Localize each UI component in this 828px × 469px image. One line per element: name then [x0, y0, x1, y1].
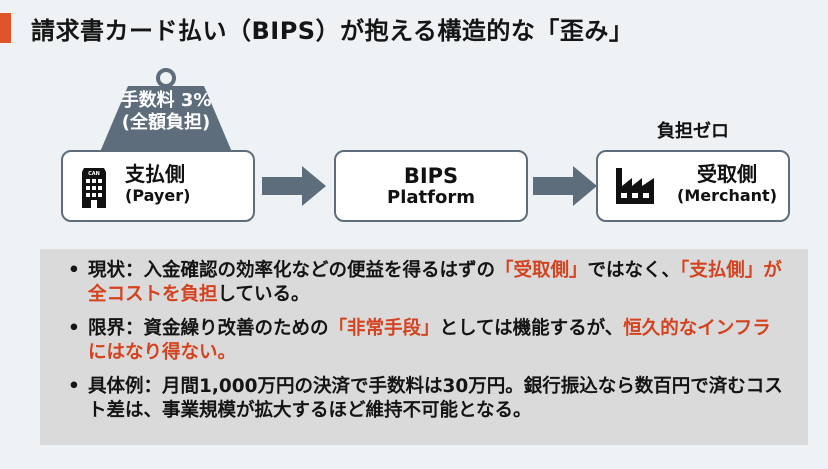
node-bips-platform: BIPS Platform	[334, 150, 528, 222]
note-segment: 現状：入金確認の効率化などの便益を得るはずの	[88, 260, 496, 281]
note-segment: 具体例：月間1,000万円の決済で手数料は30万円。銀行振込なら数百円で済むコス…	[88, 376, 783, 421]
note-current-status: • 現状：入金確認の効率化などの便益を得るはずの「受取側」ではなく、「支払側」が…	[66, 259, 788, 307]
title-bar: 請求書カード払い（BIPS）が抱える構造的な「歪み」	[0, 12, 634, 45]
note-segment: している。	[217, 284, 310, 305]
arrow-right-icon	[533, 166, 597, 206]
payer-label: 支払側 (Payer)	[125, 162, 190, 206]
svg-text:CAN: CAN	[88, 171, 100, 177]
fee-weight: 手数料 3% (全額負担)	[88, 66, 244, 152]
bips-name: BIPS	[403, 164, 459, 188]
fee-weight-label: 手数料 3% (全額負担)	[88, 90, 244, 134]
office-building-icon: CAN	[82, 168, 106, 208]
zero-burden-label: 負担ゼロ	[657, 121, 729, 142]
page-title: 請求書カード払い（BIPS）が抱える構造的な「歪み」	[31, 16, 634, 45]
fee-burden: (全額負担)	[121, 112, 211, 133]
merchant-label: 受取側 (Merchant)	[672, 162, 782, 206]
note-highlight: 「非常手段」	[328, 318, 440, 339]
payer-name: 支払側	[125, 162, 185, 186]
note-segment: としては機能するが、	[439, 318, 624, 339]
merchant-sub: (Merchant)	[677, 186, 777, 205]
bullet: •	[68, 376, 80, 397]
arrow-right-icon	[262, 166, 326, 206]
note-highlight: 「受取側」	[495, 260, 588, 281]
note-segment: 限界：資金繰り改善のための	[88, 318, 329, 339]
bullet: •	[68, 318, 80, 339]
note-limitation: • 限界：資金繰り改善のための「非常手段」としては機能するが、恒久的なインフラに…	[66, 317, 788, 365]
merchant-name: 受取側	[697, 162, 757, 186]
bips-label: BIPS Platform	[336, 164, 526, 208]
weight-icon	[100, 68, 232, 152]
note-segment: ではなく、	[587, 260, 681, 281]
fee-rate: 手数料 3%	[120, 90, 212, 111]
payer-sub: (Payer)	[125, 186, 191, 205]
node-merchant: 受取側 (Merchant)	[596, 150, 790, 222]
bips-sub: Platform	[387, 187, 475, 208]
factory-icon	[616, 168, 654, 204]
node-payer: CAN 支払側 (Payer)	[61, 150, 255, 222]
note-highlight: 恒久的なインフラにはなり得ない。	[88, 318, 771, 363]
notes-panel: • 現状：入金確認の効率化などの便益を得るはずの「受取側」ではなく、「支払側」が…	[40, 249, 808, 445]
note-example: • 具体例：月間1,000万円の決済で手数料は30万円。銀行振込なら数百円で済む…	[66, 375, 788, 423]
bullet: •	[68, 260, 80, 281]
note-highlight: 「支払側」が全コストを負担	[88, 260, 782, 305]
title-accent-bar	[0, 13, 11, 43]
